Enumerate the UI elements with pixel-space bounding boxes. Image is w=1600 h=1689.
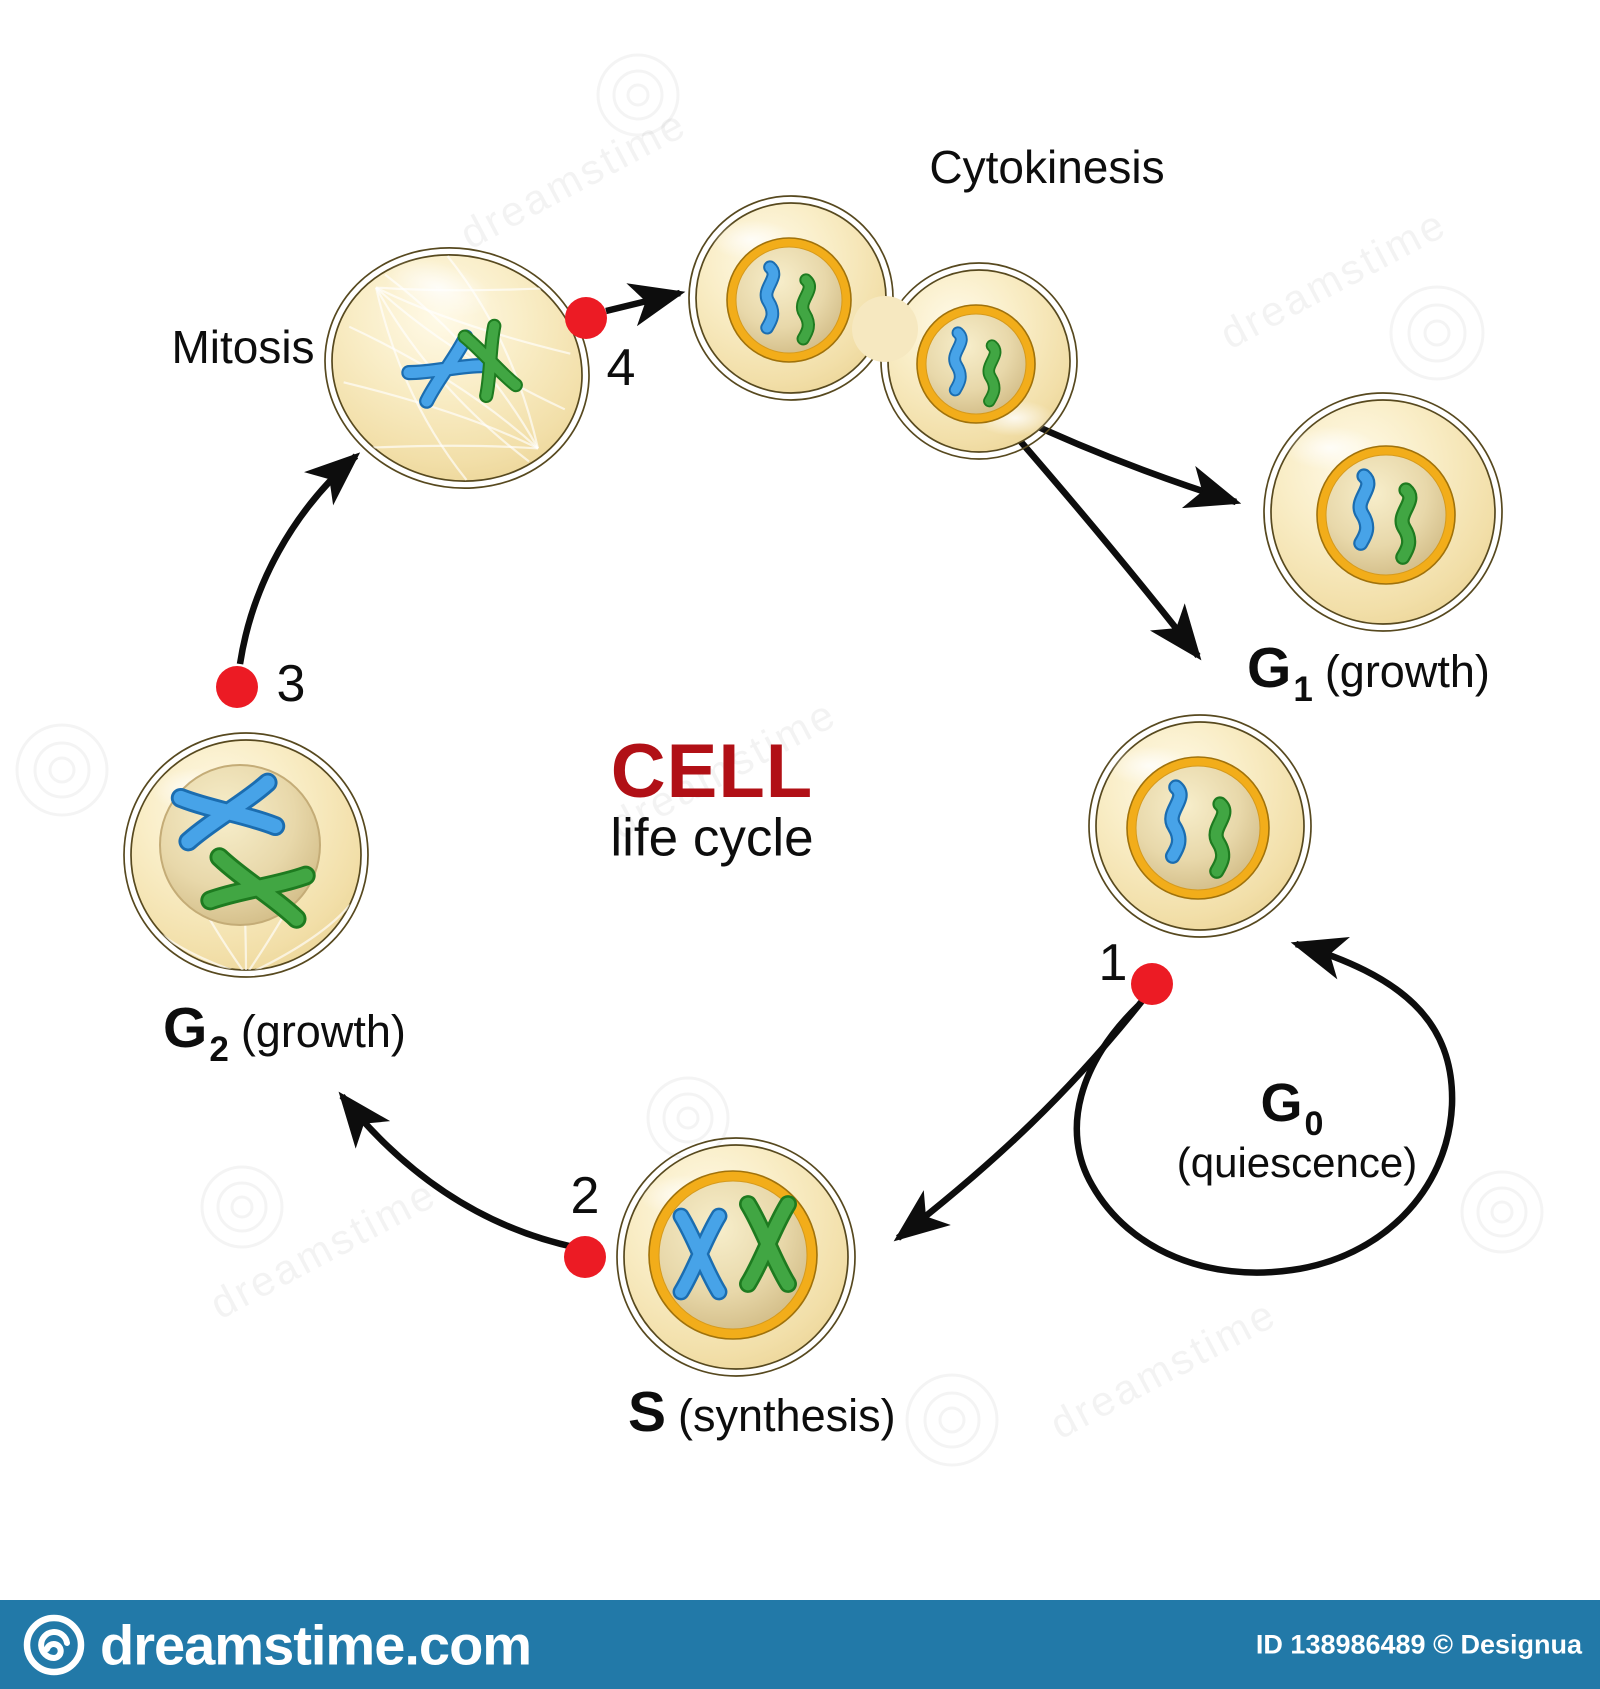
arrow-3-to-mitosis (236, 452, 361, 665)
g1-label-base: G (1247, 636, 1292, 700)
checkpoint-1-dot (1131, 963, 1173, 1005)
watermark-spirals (15, 53, 1544, 1467)
g1-label-desc: (growth) (1324, 646, 1490, 697)
g2-label-sub: 2 (209, 1030, 229, 1069)
dreamstime-spiral-icon (23, 1614, 85, 1676)
cytokinesis-label: Cytokinesis (929, 141, 1165, 193)
svg-text:dreamstime: dreamstime (202, 1169, 444, 1328)
daughter-cell (1263, 392, 1503, 632)
g0-label-sub: 0 (1304, 1105, 1324, 1143)
s-label: S(synthesis) (628, 1384, 896, 1441)
mitosis-label: Mitosis (171, 321, 315, 373)
g2-label-desc: (growth) (240, 1006, 406, 1057)
diagram-subtitle: life cycle (610, 808, 814, 868)
checkpoint-4-number: 4 (606, 339, 636, 397)
mitosis-cell (324, 247, 590, 489)
watermark-bar: dreamstime.com ID 138986489 © Designua (0, 1600, 1600, 1689)
g2-phase-cell (123, 732, 369, 978)
cytokinesis-cells (688, 195, 1078, 460)
g1-phase-cell (1088, 714, 1312, 938)
checkpoint-2-number: 2 (570, 1167, 600, 1225)
svg-text:dreamstime: dreamstime (1212, 199, 1454, 358)
arrow-2-to-g2 (338, 1091, 579, 1252)
s-label-desc: (synthesis) (678, 1390, 896, 1441)
svg-text:dreamstime: dreamstime (452, 99, 694, 258)
arrow-1-to-s (893, 993, 1149, 1242)
checkpoint-3-number: 3 (276, 655, 306, 713)
watermark-credit-text: ID 138986489 © Designua (1255, 1629, 1582, 1659)
checkpoint-3-dot (216, 666, 258, 708)
g0-loop-arrow (1073, 937, 1456, 1276)
checkpoint-dots (216, 297, 1173, 1278)
s-phase-cell (616, 1137, 856, 1377)
g1-label-sub: 1 (1293, 670, 1313, 709)
g0-label-base: G (1260, 1073, 1303, 1133)
diagram-title: CELL (610, 729, 814, 814)
g2-label-base: G (163, 996, 208, 1060)
checkpoint-1-number: 1 (1098, 934, 1128, 992)
arrow-cytokinesis-to-g1-cell (999, 417, 1202, 661)
g1-label: G1(growth) (1247, 640, 1490, 708)
g0-label: G0 (1260, 1073, 1324, 1141)
s-label-base: S (628, 1380, 667, 1444)
watermark-site-text: dreamstime.com (100, 1613, 532, 1676)
g2-label: G2(growth) (163, 1000, 406, 1068)
svg-text:dreamstime: dreamstime (1042, 1289, 1284, 1448)
checkpoint-4-dot (565, 297, 607, 339)
checkpoint-2-dot (564, 1236, 606, 1278)
g0-label-desc: (quiescence) (1176, 1139, 1418, 1186)
cycle-arrows (236, 283, 1456, 1276)
arrow-4-to-cytokinesis (605, 283, 686, 327)
